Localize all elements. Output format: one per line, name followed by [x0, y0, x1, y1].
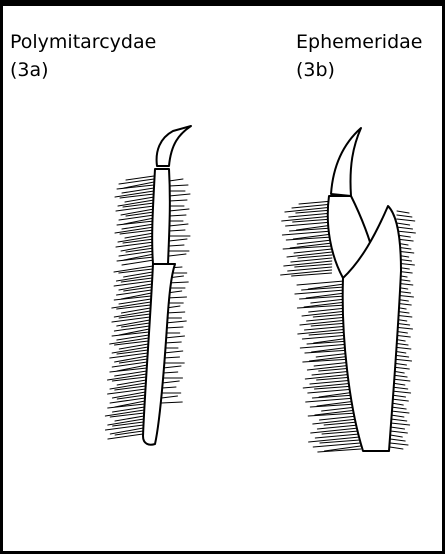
polymitarcydae-femur	[143, 264, 175, 445]
polymitarcydae-claw	[157, 126, 191, 166]
leg-illustrations	[3, 6, 445, 560]
polymitarcydae-tibia	[152, 169, 170, 264]
ephemeridae-leg	[328, 128, 401, 451]
ephemeridae-claw	[331, 128, 361, 196]
